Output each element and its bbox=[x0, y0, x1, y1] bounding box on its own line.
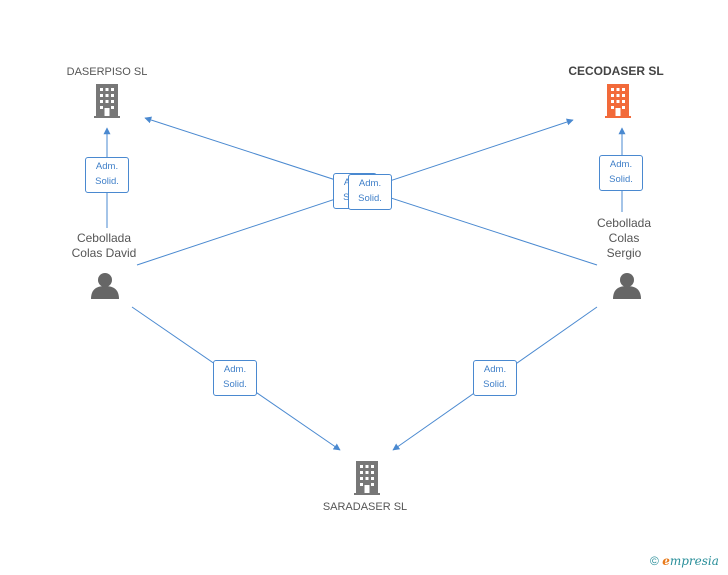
building-icon[interactable] bbox=[94, 84, 120, 118]
person-label-line: Colas David bbox=[71, 246, 137, 260]
person-label-line: Sergio bbox=[606, 246, 642, 260]
relation-line: Solid. bbox=[95, 176, 119, 187]
relation-badge[interactable]: Adm. Solid. bbox=[473, 360, 517, 396]
footer-credit[interactable]: © empresia bbox=[650, 554, 719, 568]
relation-line: Solid. bbox=[223, 379, 247, 390]
copyright-icon: © bbox=[650, 554, 659, 568]
relation-line: Adm. bbox=[609, 159, 633, 170]
relation-badge[interactable]: Adm. Solid. bbox=[599, 155, 643, 191]
person-label-line: Cebollada bbox=[76, 231, 132, 245]
building-icon[interactable] bbox=[605, 84, 631, 118]
person-label-line: Cebollada bbox=[596, 216, 652, 230]
relation-badge[interactable]: Adm. Solid. bbox=[348, 174, 392, 210]
company-label-daserpiso[interactable]: DASERPISO SL bbox=[66, 66, 148, 78]
person-icon[interactable] bbox=[613, 273, 641, 299]
empresia-logo: empresia bbox=[662, 554, 719, 568]
person-label-line: Colas bbox=[608, 231, 640, 245]
relation-line: Adm. bbox=[358, 178, 382, 189]
relation-line: Solid. bbox=[609, 174, 633, 185]
person-label-sergio[interactable]: Cebollada Colas Sergio bbox=[579, 216, 669, 261]
relation-line: Adm. bbox=[483, 364, 507, 375]
person-label-david[interactable]: Cebollada Colas David bbox=[52, 231, 156, 261]
person-icon[interactable] bbox=[91, 273, 119, 299]
relation-badge[interactable]: Adm. Solid. bbox=[213, 360, 257, 396]
relation-line: Adm. bbox=[223, 364, 247, 375]
relation-line: Adm. bbox=[95, 161, 119, 172]
company-label-saradaser[interactable]: SARADASER SL bbox=[322, 501, 408, 513]
company-label-cecodaser[interactable]: CECODASER SL bbox=[568, 64, 664, 78]
relation-line: Solid. bbox=[483, 379, 507, 390]
relation-line: Solid. bbox=[358, 193, 382, 204]
relation-badge[interactable]: Adm. Solid. bbox=[85, 157, 129, 193]
building-icon[interactable] bbox=[354, 461, 380, 495]
